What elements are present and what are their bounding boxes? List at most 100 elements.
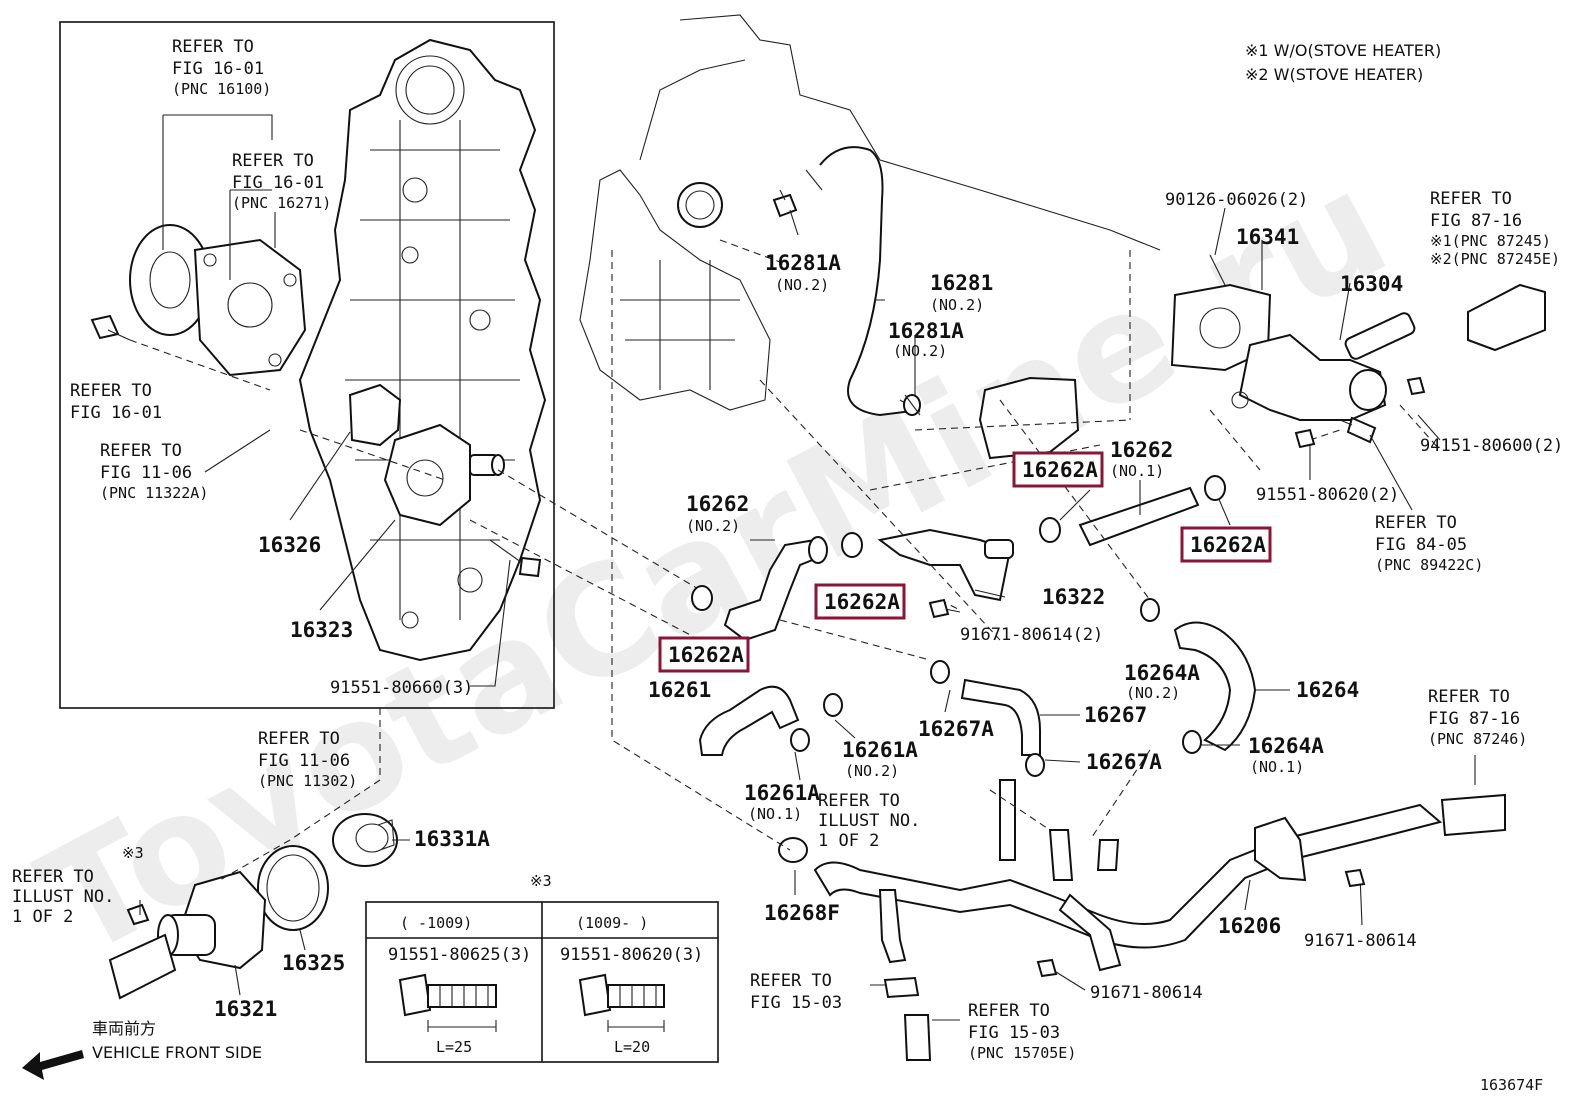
pipe-lower-left-drawing bbox=[108, 933, 177, 1000]
part-16261[interactable]: 16261 bbox=[648, 678, 711, 702]
part-16267[interactable]: 16267 bbox=[1084, 703, 1147, 727]
highlight-16262A-3[interactable]: 16262A bbox=[814, 583, 906, 620]
timing-chain-cover-drawing bbox=[298, 38, 547, 662]
part-16325[interactable]: 16325 bbox=[282, 951, 345, 975]
water-inlet-16321-drawing bbox=[157, 870, 267, 970]
part-91671-80614-a[interactable]: 91671-80614 bbox=[1304, 931, 1417, 951]
water-outlet-16304-drawing bbox=[1231, 312, 1416, 421]
part-16331A[interactable]: 16331A bbox=[414, 827, 490, 851]
svg-text:REFER TO: REFER TO bbox=[12, 867, 94, 887]
svg-text:(PNC 87246): (PNC 87246) bbox=[1428, 730, 1527, 748]
ref-fig-16-01: REFER TO FIG 16-01 bbox=[70, 381, 162, 423]
bolt-col2-len: L=20 bbox=[614, 1038, 650, 1056]
stud-90126-drawing bbox=[1209, 254, 1226, 286]
pipe-15705E-drawing bbox=[903, 1014, 932, 1061]
highlight-16262A-1[interactable]: 16262A bbox=[1012, 451, 1104, 488]
svg-text:ILLUST NO.: ILLUST NO. bbox=[818, 811, 920, 831]
part-16281[interactable]: 16281 bbox=[930, 271, 993, 295]
part-16326[interactable]: 16326 bbox=[258, 533, 321, 557]
ref-illust-1-of-2-left: REFER TO ILLUST NO. 1 OF 2 bbox=[12, 867, 114, 927]
hose-16262-no1-drawing bbox=[1078, 486, 1200, 547]
bolt-col1-len: L=25 bbox=[436, 1038, 472, 1056]
part-16264[interactable]: 16264 bbox=[1296, 678, 1359, 702]
front-arrow-icon bbox=[22, 1050, 84, 1080]
ref-fig-16-01-pnc-16100: REFER TO FIG 16-01 (PNC 16100) bbox=[172, 37, 271, 98]
svg-text:16262A: 16262A bbox=[1022, 458, 1098, 482]
part-16267A-2[interactable]: 16267A bbox=[1086, 750, 1162, 774]
part-16323[interactable]: 16323 bbox=[290, 618, 353, 642]
ref-fig-84-05-pnc-89422C: REFER TO FIG 84-05 (PNC 89422C) bbox=[1375, 513, 1483, 574]
svg-text:FIG 15-03: FIG 15-03 bbox=[750, 993, 842, 1013]
part-16264A-no1-sub: (NO.1) bbox=[1250, 758, 1304, 776]
hose-16264-drawing bbox=[1173, 621, 1257, 752]
svg-text:※1(PNC 87245): ※1(PNC 87245) bbox=[1430, 232, 1551, 250]
hose-16267-drawing bbox=[960, 678, 1041, 756]
part-91551-80620[interactable]: 91551-80620(2) bbox=[1256, 485, 1399, 505]
svg-text:REFER TO: REFER TO bbox=[968, 1001, 1050, 1021]
part-16261A-no1-sub: (NO.1) bbox=[748, 805, 802, 823]
highlight-16262A-4[interactable]: 16262A bbox=[658, 636, 750, 673]
front-jp: 車両前方 bbox=[92, 1019, 156, 1038]
part-16281A-lower[interactable]: 16281A bbox=[888, 319, 964, 343]
part-94151-80600[interactable]: 94151-80600(2) bbox=[1420, 436, 1563, 456]
part-16281A-lower-sub: (NO.2) bbox=[893, 342, 947, 360]
part-16206[interactable]: 16206 bbox=[1218, 914, 1281, 938]
ref-fig-11-06-pnc-11302: REFER TO FIG 11-06 (PNC 11302) bbox=[258, 729, 357, 790]
timing-cover-group-frame bbox=[59, 21, 555, 709]
part-16262-no2[interactable]: 16262 bbox=[686, 492, 749, 516]
svg-text:REFER TO: REFER TO bbox=[172, 37, 254, 57]
part-16268F[interactable]: 16268F bbox=[764, 901, 840, 925]
svg-text:16262A: 16262A bbox=[824, 590, 900, 614]
part-16262-no1[interactable]: 16262 bbox=[1110, 438, 1173, 462]
svg-text:(PNC 16100): (PNC 16100) bbox=[172, 80, 271, 98]
pipe-87245-drawing bbox=[1467, 283, 1546, 352]
bolt-left-drawing bbox=[90, 314, 131, 341]
highlight-16262A-2[interactable]: 16262A bbox=[1180, 526, 1272, 563]
ref-fig-87-16-pnc-87246: REFER TO FIG 87-16 (PNC 87246) bbox=[1428, 687, 1527, 748]
part-16264A-no2-sub: (NO.2) bbox=[1126, 684, 1180, 702]
part-16261A-no1[interactable]: 16261A bbox=[744, 781, 820, 805]
svg-text:REFER TO: REFER TO bbox=[750, 971, 832, 991]
figure-id: 163674F bbox=[1480, 1076, 1543, 1094]
svg-text:REFER TO: REFER TO bbox=[100, 441, 182, 461]
part-16341[interactable]: 16341 bbox=[1236, 225, 1299, 249]
ref-fig-15-03: REFER TO FIG 15-03 bbox=[750, 971, 842, 1013]
svg-text:REFER TO: REFER TO bbox=[70, 381, 152, 401]
o-ring-16268F-drawing bbox=[778, 837, 808, 863]
dash-lines-frame bbox=[129, 339, 701, 641]
part-16261A-no2[interactable]: 16261A bbox=[842, 738, 918, 762]
part-16264A-no2[interactable]: 16264A bbox=[1124, 661, 1200, 685]
pipe-87246-drawing bbox=[1440, 793, 1506, 837]
part-90126-06026[interactable]: 90126-06026(2) bbox=[1165, 190, 1308, 210]
part-16321[interactable]: 16321 bbox=[214, 997, 277, 1021]
part-91671-80614-b[interactable]: 91671-80614 bbox=[1090, 983, 1203, 1003]
part-16322[interactable]: 16322 bbox=[1042, 585, 1105, 609]
svg-text:1 OF 2: 1 OF 2 bbox=[12, 907, 73, 927]
hose-16261-drawing bbox=[698, 685, 800, 756]
part-16281A-top[interactable]: 16281A bbox=[765, 251, 841, 275]
hose-16281-drawing bbox=[819, 146, 921, 417]
part-91551-80660[interactable]: 91551-80660(3) bbox=[330, 678, 473, 698]
svg-text:REFER TO: REFER TO bbox=[258, 729, 340, 749]
svg-text:FIG 16-01: FIG 16-01 bbox=[232, 173, 324, 193]
bolt-col1-header: ( -1009) bbox=[400, 914, 472, 932]
bolt-col2-part: 91551-80620(3) bbox=[560, 945, 703, 965]
svg-text:REFER TO: REFER TO bbox=[232, 151, 314, 171]
svg-text:FIG 11-06: FIG 11-06 bbox=[258, 751, 350, 771]
part-16267A-1[interactable]: 16267A bbox=[918, 717, 994, 741]
clamp-16281A-lower bbox=[903, 394, 921, 416]
svg-text:(PNC 11322A): (PNC 11322A) bbox=[100, 484, 208, 502]
mark-3-table: ※3 bbox=[530, 872, 552, 890]
svg-text:REFER TO: REFER TO bbox=[1430, 189, 1512, 209]
part-91671-80614-2[interactable]: 91671-80614(2) bbox=[960, 625, 1103, 645]
svg-text:FIG 11-06: FIG 11-06 bbox=[100, 463, 192, 483]
part-16304[interactable]: 16304 bbox=[1340, 272, 1403, 296]
ref-fig-15-03-pnc-15705E: REFER TO FIG 15-03 (PNC 15705E) bbox=[968, 1001, 1076, 1062]
svg-text:REFER TO: REFER TO bbox=[1428, 687, 1510, 707]
mark-3-left: ※3 bbox=[122, 844, 144, 862]
note-1: ※1 W/O(STOVE HEATER) bbox=[1245, 41, 1441, 60]
thermostat-16331A-drawing bbox=[332, 813, 398, 867]
part-16264A-no1[interactable]: 16264A bbox=[1248, 734, 1324, 758]
svg-text:(PNC 89422C): (PNC 89422C) bbox=[1375, 556, 1483, 574]
